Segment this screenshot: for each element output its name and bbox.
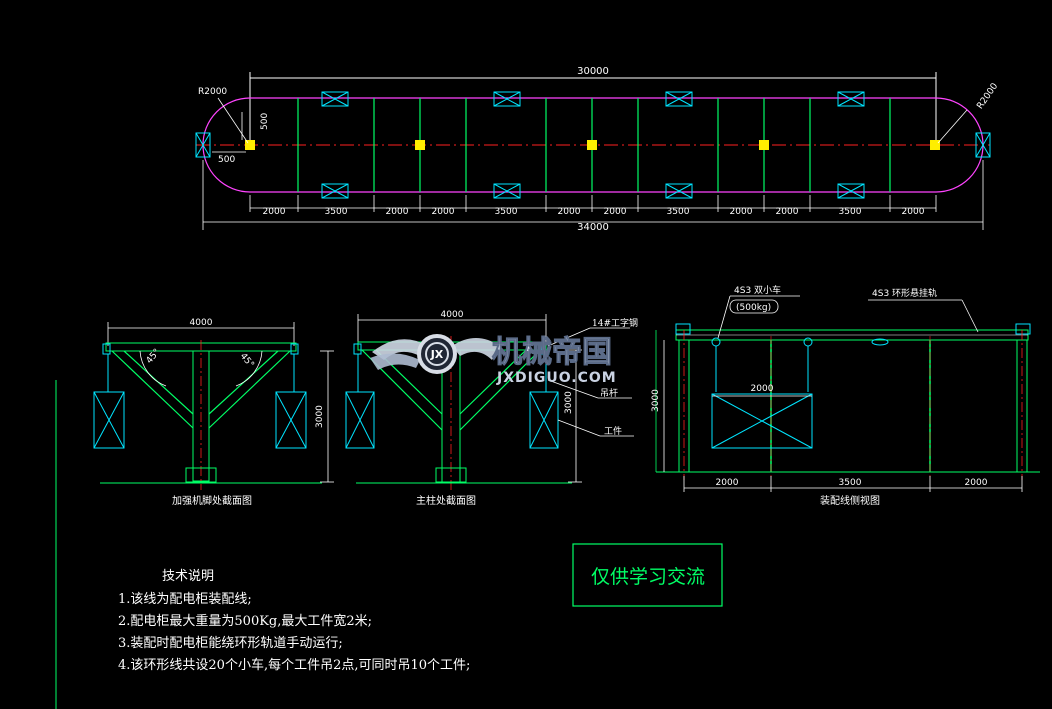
svg-text:2000: 2000 — [902, 207, 925, 217]
side-view: 2000 3000 2000 3500 2000 4S3 双小车 (500kg)… — [651, 284, 1040, 507]
watermark-en: JXDIGUO.COM — [496, 370, 617, 386]
side-view-label-trolley: 4S3 双小车 — [734, 284, 781, 296]
end-support-right — [975, 132, 991, 158]
side-view-title: 装配线侧视图 — [820, 494, 880, 507]
notes-item: 2.配电柜最大重量为500Kg,最大工件宽2米; — [118, 613, 372, 629]
section-a-angle-left: 45° — [145, 347, 163, 366]
study-stamp: 仅供学习交流 — [572, 543, 723, 607]
plan-dim-500-horizontal: 500 — [218, 155, 235, 165]
plan-overall-dim-bottom: 34000 — [577, 222, 609, 233]
section-b-height-dim: 3000 — [564, 391, 574, 414]
svg-text:2000: 2000 — [776, 207, 799, 217]
loop-track — [202, 97, 984, 193]
plan-segment-dims: 2000 3500 2000 2000 3500 2000 2000 3500 … — [263, 207, 925, 217]
svg-text:2000: 2000 — [965, 478, 988, 488]
svg-text:3500: 3500 — [667, 207, 690, 217]
svg-text:3500: 3500 — [325, 207, 348, 217]
plan-dim-500-vertical: 500 — [260, 113, 270, 130]
section-a-angle-right: 45° — [238, 352, 256, 371]
notes-heading: 技术说明 — [162, 569, 214, 584]
plan-overall-dim-top: 30000 — [577, 66, 609, 77]
tech-notes: 技术说明 1.该线为配电柜装配线; 2.配电柜最大重量为500Kg,最大工件宽2… — [118, 569, 470, 673]
section-b-title: 主柱处截面图 — [416, 494, 476, 507]
section-a-title: 加强机脚处截面图 — [172, 494, 252, 507]
end-support-left — [195, 132, 211, 158]
section-b-label-work: 工件 — [604, 425, 622, 437]
plan-nodes — [245, 140, 940, 150]
watermark-cn: 机械帝国 — [492, 335, 612, 370]
plan-workpieces — [321, 91, 865, 199]
svg-text:2000: 2000 — [432, 207, 455, 217]
notes-item: 1.该线为配电柜装配线; — [118, 592, 252, 607]
svg-text:3500: 3500 — [839, 207, 862, 217]
svg-text:2000: 2000 — [716, 478, 739, 488]
svg-text:2000: 2000 — [386, 207, 409, 217]
plan-view: 30000 — [195, 66, 1000, 233]
svg-text:2000: 2000 — [558, 207, 581, 217]
svg-text:3500: 3500 — [839, 478, 862, 488]
section-a-width-dim: 4000 — [190, 318, 213, 328]
svg-text:3500: 3500 — [495, 207, 518, 217]
svg-text:2000: 2000 — [730, 207, 753, 217]
notes-item: 3.装配时配电柜能绕环形轨道手动运行; — [118, 636, 343, 651]
svg-text:2000: 2000 — [263, 207, 286, 217]
section-a: 4000 45° 45° 3000 加强机脚处截面图 — [93, 318, 334, 507]
notes-item: 4.该环形线共设20个小车,每个工件吊2点,可同时吊10个工件; — [118, 657, 470, 673]
section-b-width-dim: 4000 — [441, 310, 464, 320]
plan-radius-left: R2000 — [198, 87, 227, 97]
section-a-height-dim: 3000 — [315, 405, 325, 428]
watermark-logo: JX 机械帝国 JXDIGUO.COM — [370, 334, 617, 386]
svg-text:2000: 2000 — [604, 207, 627, 217]
plan-radius-right: R2000 — [975, 81, 1000, 111]
side-view-label-load: (500kg) — [736, 303, 771, 313]
side-view-label-rail: 4S3 环形悬挂轨 — [872, 287, 937, 299]
section-b-label-hook: 吊杆 — [600, 387, 618, 399]
stamp-text: 仅供学习交流 — [591, 566, 705, 588]
watermark-badge: JX — [430, 348, 444, 361]
section-b-label-beam: 14#工字钢 — [592, 317, 638, 329]
side-view-inner-dim: 2000 — [751, 384, 774, 394]
side-view-height-dim: 3000 — [651, 389, 661, 412]
